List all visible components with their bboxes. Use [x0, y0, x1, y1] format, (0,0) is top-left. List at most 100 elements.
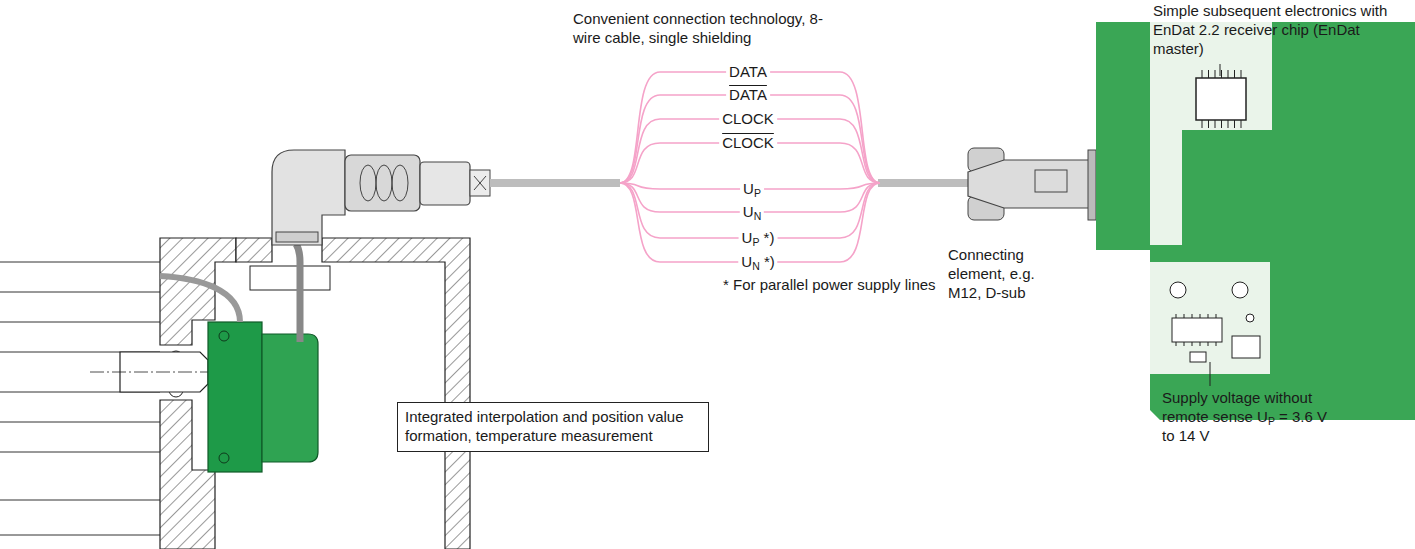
circuit-board — [1096, 22, 1415, 420]
board-panel — [1150, 262, 1270, 374]
text-run: U — [742, 229, 753, 246]
connector-sleeve — [420, 162, 470, 205]
chip-pin — [1215, 70, 1216, 78]
cable — [878, 179, 968, 187]
signal-name: CLOCK — [719, 110, 777, 129]
connector-base — [276, 232, 318, 242]
cover-wall — [236, 238, 272, 262]
cover-slot — [250, 266, 330, 290]
d-sub-flange — [1088, 150, 1096, 220]
motor-line — [0, 322, 160, 323]
receiver-chip — [1196, 78, 1246, 120]
cover-wall — [322, 238, 470, 549]
internal-cable — [296, 244, 300, 342]
text-run: U — [743, 180, 754, 197]
chip-pin — [1200, 342, 1201, 346]
chip-pin — [1221, 120, 1222, 128]
screw — [219, 331, 229, 341]
text-run: DATA — [729, 86, 767, 103]
flange-section — [160, 400, 215, 549]
text-run: CLOCK — [722, 110, 774, 127]
chip-pin — [1208, 314, 1209, 318]
small-ic — [1232, 336, 1260, 358]
text-run: Convenient connection technology, 8-wire… — [573, 10, 823, 46]
box-text: Integrated interpolation and position va… — [405, 408, 701, 446]
text-run: Integrated interpolation and position va… — [405, 408, 684, 444]
signal-name: UP — [740, 180, 764, 199]
text-run: *) — [760, 253, 775, 270]
signal-name: DATA — [726, 86, 770, 105]
chip-pin — [1234, 120, 1235, 128]
angled-connector — [272, 150, 345, 245]
internal-cable — [160, 276, 240, 322]
power-ic — [1172, 318, 1222, 342]
d-sub-connector — [968, 160, 1090, 208]
signal-name: UP *) — [739, 229, 778, 248]
wire — [620, 72, 880, 183]
leader-line — [1220, 64, 1221, 76]
text-run: Simple subsequent electronics with EnDat… — [1153, 2, 1387, 57]
encoder-electronics — [262, 334, 318, 462]
chip-pin — [1192, 342, 1193, 346]
text-run: Connecting element, e.g. M12, D-sub — [948, 246, 1035, 301]
chip-pin — [1216, 342, 1217, 346]
component — [1246, 314, 1254, 322]
wire — [620, 95, 880, 183]
motor-line — [0, 422, 160, 423]
motor-line — [0, 292, 160, 293]
subscript: P — [752, 236, 759, 248]
chip-pin — [1234, 70, 1235, 78]
component — [1232, 282, 1248, 298]
leader-line — [1210, 362, 1211, 386]
subscript: N — [752, 260, 760, 272]
chip-pin — [1216, 314, 1217, 318]
chip-pin — [1200, 314, 1201, 318]
annotation: Supply voltage without remote sense UP =… — [1162, 389, 1340, 445]
motor-line — [0, 262, 160, 263]
chip-pin — [1176, 342, 1177, 346]
chip-pins — [1176, 70, 1241, 346]
chip-pin — [1241, 70, 1242, 78]
text-run: CLOCK — [722, 134, 774, 151]
chip-pin — [1184, 342, 1185, 346]
wire-bundle — [620, 72, 880, 262]
signal-name: UN — [740, 203, 764, 222]
coupling-nut — [345, 155, 420, 211]
chip-pin — [1208, 342, 1209, 346]
chip-pin — [1208, 70, 1209, 78]
signal-name: DATA — [726, 63, 770, 82]
chip-pin — [1221, 70, 1222, 78]
annotation: Convenient connection technology, 8-wire… — [573, 10, 843, 48]
subscript: N — [754, 210, 762, 222]
component — [1190, 352, 1206, 362]
text-run: *) — [759, 229, 774, 246]
chip-pin — [1241, 120, 1242, 128]
annotation: Simple subsequent electronics with EnDat… — [1153, 2, 1388, 58]
chip-pin — [1228, 120, 1229, 128]
chip-pin — [1202, 120, 1203, 128]
encoder-disc — [208, 322, 262, 472]
nut-ring — [376, 165, 392, 201]
motor-line — [0, 452, 160, 453]
text-run: U — [743, 203, 754, 220]
footnote: * For parallel power supply lines — [723, 276, 983, 295]
chip-pin — [1228, 70, 1229, 78]
chip-pin — [1176, 314, 1177, 318]
chip-pin — [1184, 314, 1185, 318]
tip-mark — [474, 176, 486, 190]
signal-name: UN *) — [738, 253, 777, 272]
screw — [219, 453, 229, 463]
component — [1170, 282, 1186, 298]
chip-pin — [1215, 120, 1216, 128]
nut-ring — [360, 165, 376, 201]
motor-lines — [0, 262, 160, 535]
subscript: P — [1268, 415, 1275, 427]
nut-ring — [392, 165, 408, 201]
annotation: Connecting element, e.g. M12, D-sub — [948, 246, 1056, 302]
text-run: DATA — [729, 63, 767, 80]
connector-tip — [470, 170, 490, 196]
cable — [490, 179, 620, 187]
chip-pin — [1202, 70, 1203, 78]
